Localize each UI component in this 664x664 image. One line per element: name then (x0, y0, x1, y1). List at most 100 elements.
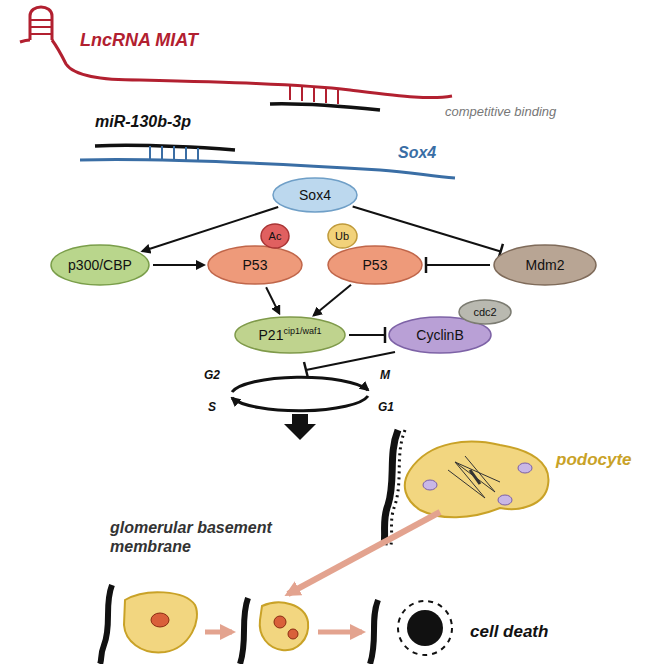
connector-line (153, 264, 204, 266)
cell-cycle-arc (232, 377, 368, 392)
inhibition-bar (425, 257, 428, 273)
connector-line (349, 334, 385, 336)
connector-line (353, 206, 501, 251)
protein-node: cdc2 (458, 299, 512, 325)
node-label: Sox4 (299, 187, 331, 203)
protein-node: Mdm2 (493, 244, 597, 286)
activation-connector (314, 285, 351, 316)
base-pair (30, 33, 52, 35)
activation-connector (266, 287, 279, 313)
node-label: P21cip1/waf1 (259, 327, 322, 343)
base-pair (185, 147, 187, 160)
node-text: P53 (363, 257, 388, 273)
activation-connector (142, 207, 278, 251)
connector-line (266, 287, 279, 313)
node-text: CyclinB (416, 327, 463, 343)
base-pair (313, 88, 315, 102)
coactivator-node: p300/CBP (50, 244, 150, 286)
node-text: Sox4 (299, 187, 331, 203)
cell-fragments (398, 601, 452, 655)
detaching-podocyte (124, 592, 197, 652)
base-pair (173, 146, 175, 159)
node-text: p300/CBP (68, 257, 132, 273)
detach-arrow (288, 512, 440, 594)
connector-line (314, 285, 351, 316)
modification-badge: Ub (327, 223, 358, 249)
ellipse-outline (235, 317, 345, 353)
activation-connector (153, 265, 204, 266)
cell-label: podocyte (556, 450, 632, 470)
protein-node: P53 (207, 245, 303, 285)
node-text: Mdm2 (526, 257, 565, 273)
ellipse-outline (459, 300, 511, 324)
rna-label: Sox4 (398, 143, 436, 162)
gene-node: Sox4 (272, 177, 358, 213)
rna-label: miR-130b-3p (95, 112, 191, 131)
chromosomes (470, 470, 480, 484)
nucleus (288, 629, 298, 639)
nucleus (498, 495, 512, 505)
nucleus (151, 613, 169, 627)
base-pair (149, 146, 151, 159)
base-pair (30, 19, 52, 21)
modification-badge: Ac (260, 223, 290, 249)
node-text: Ac (269, 230, 282, 242)
progress-arrow (205, 630, 232, 635)
base-pair (301, 87, 303, 101)
phase-label: G1 (378, 400, 394, 414)
node-text: P53 (243, 257, 268, 273)
node-label: P53 (243, 257, 268, 273)
base-pair (325, 89, 327, 103)
protein-node: P53 (327, 245, 423, 285)
podocyte-cell (405, 442, 549, 518)
spindle-fibre (455, 462, 485, 498)
mirna-strand (95, 145, 235, 150)
node-label: Ac (269, 230, 282, 242)
ellipse-outline (208, 246, 302, 284)
foot-processes (391, 430, 405, 545)
rna-hairpin (30, 7, 52, 40)
inhibition-bar (384, 327, 387, 343)
phase-label: G2 (204, 368, 220, 382)
node-text: P21 (259, 327, 284, 343)
node-text: Ub (335, 230, 349, 242)
outcome-label: cell death (470, 622, 548, 642)
progress-arrow (318, 630, 362, 635)
mrna-strand (80, 159, 455, 178)
ellipse-outline (273, 178, 357, 212)
ellipse-outline (494, 245, 596, 285)
protein-node: P21cip1/waf1 (234, 316, 346, 354)
node-label: cdc2 (473, 306, 496, 318)
rna-label: LncRNA MIAT (80, 30, 198, 52)
phase-label: S (208, 400, 216, 414)
nucleus (518, 463, 532, 473)
mitotic-spindle (448, 456, 500, 498)
nucleus (274, 616, 286, 628)
inhibition-bar (304, 362, 308, 378)
shrinking-podocyte (260, 603, 308, 651)
node-label: P53 (363, 257, 388, 273)
node-label: CyclinB (416, 327, 463, 343)
basement-membrane (384, 430, 398, 545)
spindle-fibre (448, 470, 485, 498)
node-text: cdc2 (473, 306, 496, 318)
ellipse-outline (328, 224, 357, 248)
ellipse-outline (261, 224, 289, 248)
dead-cell (407, 610, 443, 646)
ellipse-outline (328, 246, 422, 284)
basement-membrane (100, 585, 112, 664)
base-pair (30, 26, 52, 28)
base-pairs (290, 86, 338, 104)
superscript: cip1/waf1 (283, 326, 321, 336)
base-pair (337, 90, 339, 104)
connector-line (426, 264, 490, 266)
inhibition-line (306, 352, 395, 370)
annotation: competitive binding (445, 104, 556, 120)
node-label: Ub (335, 230, 349, 242)
inhibition-connector (426, 257, 490, 273)
basement-membrane (370, 600, 378, 664)
base-pair (161, 146, 163, 159)
node-label: Mdm2 (526, 257, 565, 273)
down-arrow (284, 414, 316, 440)
nucleus (423, 480, 437, 490)
